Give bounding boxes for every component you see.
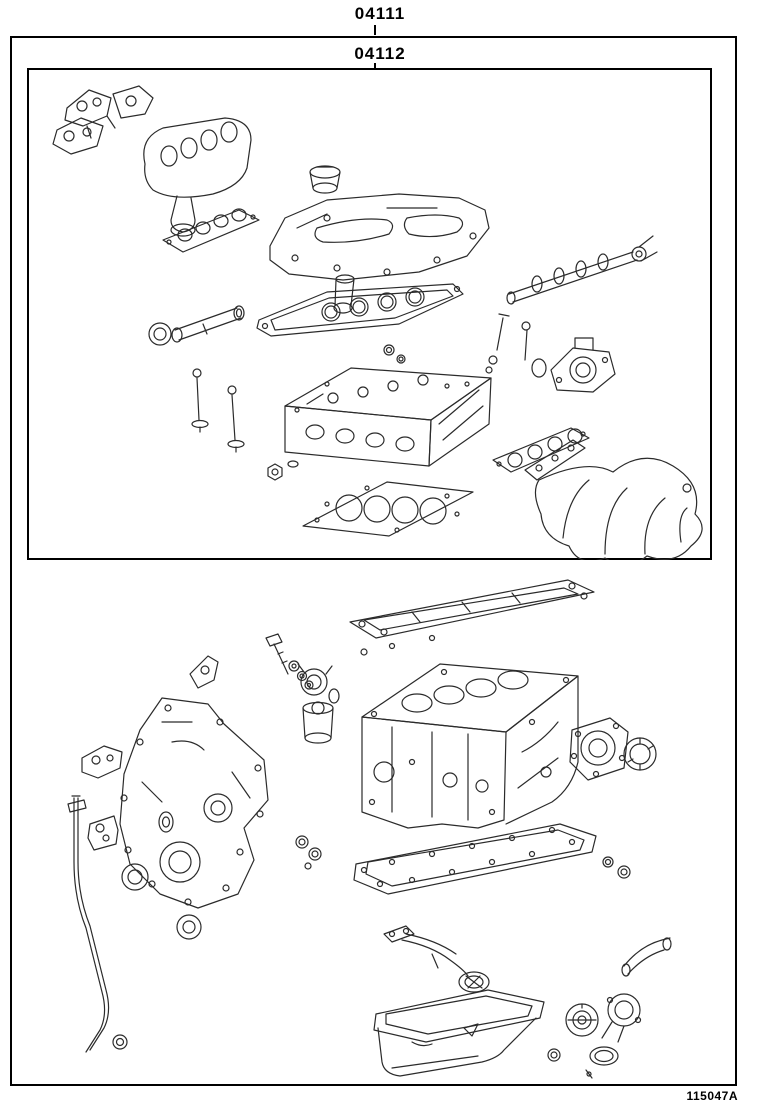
small-seals-right-icon [602, 856, 631, 879]
cam-housing-tube-icon [171, 305, 245, 343]
small-seal-washers-icon [383, 344, 406, 364]
upper-assembly-drawing [52, 85, 703, 560]
subgroup-code-label: 04112 [354, 44, 406, 63]
exhaust-manifold-icon [143, 117, 252, 237]
camshaft-icon [506, 235, 658, 305]
intake-manifold-icon [524, 439, 703, 560]
rear-oil-seal-icon [623, 737, 657, 771]
bracket-left-2-icon [87, 815, 119, 851]
oil-seal-2-icon [176, 914, 202, 940]
cylinder-block-icon [361, 663, 579, 829]
o-ring-icon [547, 1048, 561, 1062]
cylinder-head-icon [284, 367, 492, 467]
heat-shield-brackets-icon [52, 85, 154, 155]
leader-line-inner [374, 63, 376, 68]
camshaft-oil-seal-icon [148, 322, 172, 346]
small-seals-mid-icon [295, 835, 322, 870]
rear-seal-retainer-icon [569, 717, 629, 781]
cylinder-head-cover-gasket-icon [256, 283, 464, 337]
bolt-and-washers-icon [265, 633, 314, 690]
inner-kit-boundary [27, 68, 712, 560]
dipstick-tube-icon [67, 795, 128, 1053]
cylinder-head-gasket-icon [302, 481, 474, 537]
oil-pan-icon [373, 989, 545, 1077]
intake-manifold-gasket-icon [492, 427, 590, 473]
oil-filter-icon [302, 701, 334, 744]
water-inlet-housing-icon [601, 993, 642, 1043]
figure-number: 115047A [686, 1089, 738, 1103]
group-code-label: 04111 [354, 4, 406, 23]
fastener-set-icon [485, 313, 531, 374]
cover-bracket-icon [189, 655, 219, 689]
outer-kit-boundary [10, 36, 737, 1086]
front-cover-seal-icon [297, 663, 340, 704]
water-outlet-icon [531, 337, 616, 393]
thermostat-icon [565, 1003, 599, 1037]
timing-chain-cover-icon [119, 697, 269, 909]
exhaust-manifold-gasket-icon [162, 208, 260, 253]
oil-pan-gasket-icon [353, 823, 597, 895]
lower-assembly-drawing [67, 579, 672, 1079]
oil-filler-cap-icon [309, 165, 341, 194]
valve-set-icon [191, 368, 245, 453]
cylinder-head-cover-icon [269, 193, 490, 314]
leader-line-outer [374, 25, 376, 35]
oil-seal-1-icon [121, 863, 149, 891]
stud-nut-icon [267, 460, 299, 481]
baffle-gasket-frame-icon [349, 579, 595, 656]
water-inlet-pipe-icon [621, 937, 672, 977]
bracket-left-1-icon [81, 745, 123, 779]
housing-gasket-icon [585, 1046, 619, 1079]
oil-strainer-icon [383, 925, 490, 993]
